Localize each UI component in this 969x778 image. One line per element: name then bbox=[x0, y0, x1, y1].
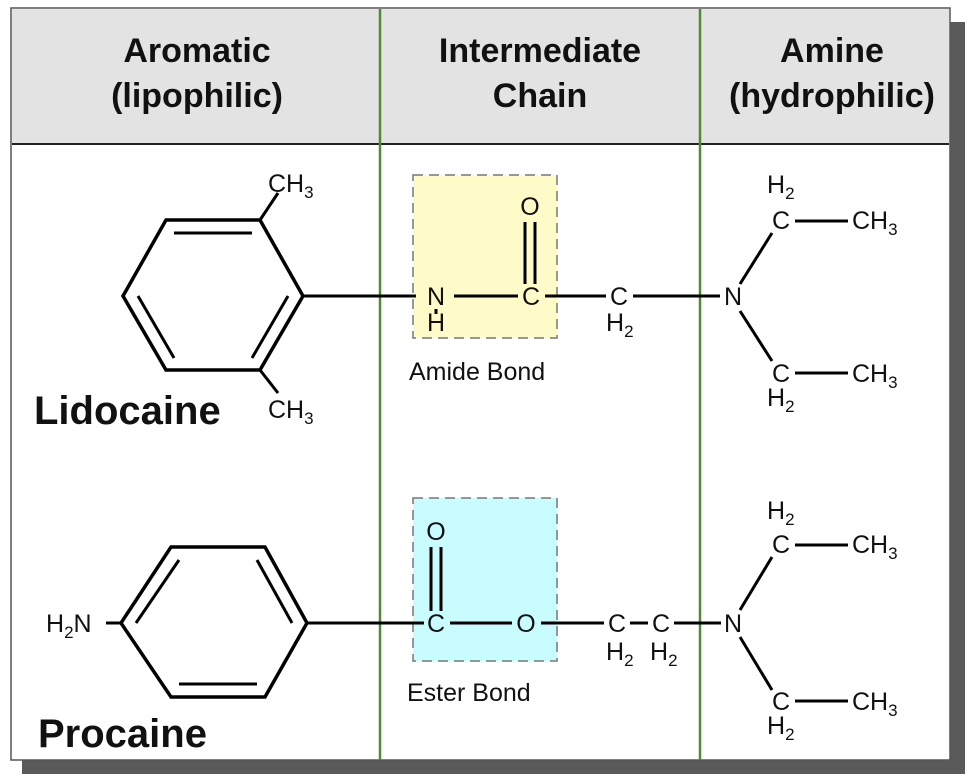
lidocaine-ethyl-lower-h2: H2 bbox=[767, 384, 795, 416]
lidocaine-carbonyl-carbon: C bbox=[522, 283, 540, 311]
procaine-methylene-1-h2: H2 bbox=[606, 638, 634, 670]
lidocaine-methyl-bottom-bond bbox=[258, 369, 280, 394]
procaine-amino-group: H2N bbox=[46, 610, 92, 642]
header-amine-line1: Amine bbox=[780, 32, 884, 70]
lidocaine-structure: CH3 CH3 N H C O C H2 N H2 C CH3 C H2 CH3 bbox=[120, 170, 898, 428]
procaine-ethyl-upper-carbon: C bbox=[772, 531, 790, 559]
lidocaine-ethyl-upper-h2: H2 bbox=[767, 171, 795, 203]
lidocaine-bond-label: Amide Bond bbox=[409, 358, 545, 386]
lidocaine-ethyl-upper-bond bbox=[738, 232, 774, 285]
lidocaine-amide-nitrogen: N bbox=[427, 283, 445, 311]
procaine-ring-inner-bond-1 bbox=[255, 559, 294, 624]
lidocaine-ring-inner-bond-2 bbox=[136, 295, 176, 359]
procaine-ethyl-lower-carbon: C bbox=[772, 688, 790, 716]
procaine-ethyl-lower-bond bbox=[738, 636, 774, 691]
lidocaine-methylene-h2: H2 bbox=[606, 309, 634, 341]
procaine-structure: H2N C O O C H2 C H2 N H2 C CH3 C H2 bbox=[46, 497, 898, 744]
procaine-name: Procaine bbox=[38, 712, 207, 756]
procaine-ring-inner-bond-2 bbox=[134, 559, 181, 624]
header-aromatic-line2: (lipophilic) bbox=[111, 77, 283, 115]
lidocaine-methyl-bottom: CH3 bbox=[268, 396, 314, 428]
procaine-methylene-2-carbon: C bbox=[652, 610, 670, 638]
header-chain-line1: Intermediate bbox=[439, 32, 641, 70]
procaine-ester-oxygen: O bbox=[516, 610, 535, 638]
header-aromatic-line1: Aromatic bbox=[123, 32, 270, 70]
procaine-methylene-2-h2: H2 bbox=[650, 638, 678, 670]
lidocaine-ring-inner-bond-1 bbox=[250, 295, 290, 359]
procaine-ethyl-upper-h2: H2 bbox=[767, 497, 795, 529]
procaine-ethyl-lower-h2: H2 bbox=[767, 712, 795, 744]
header-row bbox=[12, 9, 949, 143]
lidocaine-methylene-carbon: C bbox=[610, 283, 628, 311]
procaine-bond-label: Ester Bond bbox=[407, 679, 531, 707]
lidocaine-amide-hydrogen: H bbox=[427, 309, 445, 337]
ester-bond-highlight bbox=[412, 497, 558, 662]
procaine-benzene-ring bbox=[118, 545, 310, 699]
lidocaine-carbonyl-oxygen: O bbox=[520, 193, 539, 221]
lidocaine-amine-nitrogen: N bbox=[724, 283, 742, 311]
lidocaine-ethyl-upper-carbon: C bbox=[772, 207, 790, 235]
procaine-ester-carbon: C bbox=[427, 610, 445, 638]
procaine-amine-nitrogen: N bbox=[724, 610, 742, 638]
lidocaine-ethyl-lower-ch3: CH3 bbox=[852, 360, 898, 392]
procaine-ethyl-upper-bond bbox=[738, 556, 774, 611]
lidocaine-ethyl-lower-carbon: C bbox=[772, 360, 790, 388]
procaine-methylene-1-carbon: C bbox=[608, 610, 626, 638]
lidocaine-methyl-top: CH3 bbox=[268, 170, 314, 202]
header-amine-line2: (hydrophilic) bbox=[729, 77, 935, 115]
procaine-ethyl-upper-ch3: CH3 bbox=[852, 531, 898, 563]
header-chain-line2: Chain bbox=[493, 77, 587, 115]
procaine-carbonyl-oxygen: O bbox=[426, 518, 445, 546]
lidocaine-ethyl-lower-bond bbox=[738, 310, 774, 362]
procaine-ethyl-lower-ch3: CH3 bbox=[852, 688, 898, 720]
lidocaine-ethyl-upper-ch3: CH3 bbox=[852, 207, 898, 239]
lidocaine-name: Lidocaine bbox=[34, 389, 221, 433]
lidocaine-methyl-top-bond bbox=[258, 192, 280, 221]
